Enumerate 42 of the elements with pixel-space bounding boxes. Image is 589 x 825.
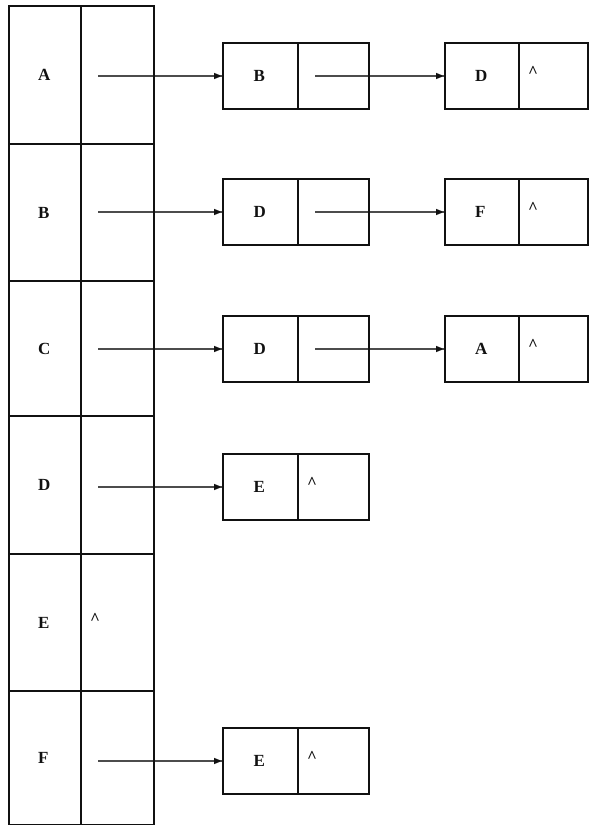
arrow (98, 72, 222, 80)
list-node (222, 453, 370, 521)
null-pointer-mark: ^ (528, 198, 538, 218)
table-row (8, 415, 155, 555)
list-node (444, 315, 589, 383)
table-row (8, 143, 155, 282)
null-pointer-mark: ^ (90, 608, 100, 628)
table-row (8, 280, 155, 417)
vertex-label: D (254, 202, 266, 222)
list-node (222, 727, 370, 795)
table-row (8, 553, 155, 692)
vertex-label: A (38, 65, 50, 85)
arrow (315, 346, 444, 352)
list-node (444, 178, 589, 246)
vertex-label: D (38, 475, 50, 495)
null-pointer-mark: ^ (307, 473, 317, 493)
table-row (8, 5, 155, 145)
list-node (222, 315, 370, 383)
vertex-label: E (38, 612, 50, 632)
vertex-label: F (475, 202, 486, 222)
list-node (222, 178, 370, 246)
list-node (222, 42, 370, 110)
list-node (444, 42, 589, 110)
vertex-label: A (475, 339, 488, 359)
null-pointer-mark: ^ (528, 335, 538, 355)
vertex-label: F (38, 748, 48, 768)
table-row (8, 690, 155, 825)
arrow (98, 484, 222, 490)
null-pointer-mark: ^ (528, 62, 538, 82)
vertex-label: B (38, 202, 50, 222)
vertex-label: D (475, 66, 488, 86)
arrow (98, 208, 222, 216)
vertex-label: B (254, 66, 265, 86)
arrow (98, 346, 222, 352)
vertex-label: C (38, 338, 50, 358)
arrow (315, 72, 444, 80)
vertex-label: E (254, 751, 265, 771)
arrow (98, 758, 222, 764)
null-pointer-mark: ^ (307, 747, 317, 767)
vertex-label: D (254, 339, 266, 359)
vertex-label: E (254, 477, 265, 497)
arrow (315, 208, 444, 216)
